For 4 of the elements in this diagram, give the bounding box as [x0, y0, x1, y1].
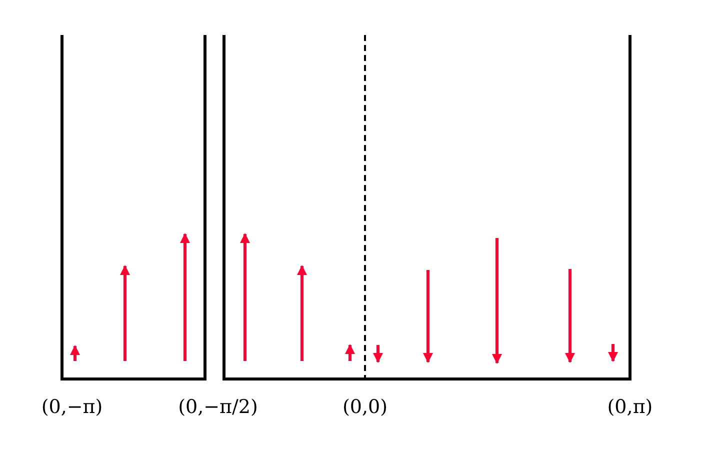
axis-label: (0,0)	[342, 396, 388, 418]
axis-label: (0,−π/2)	[178, 396, 258, 418]
axis-label: (0,−π)	[41, 396, 103, 418]
axis-label: (0,π)	[607, 396, 653, 418]
